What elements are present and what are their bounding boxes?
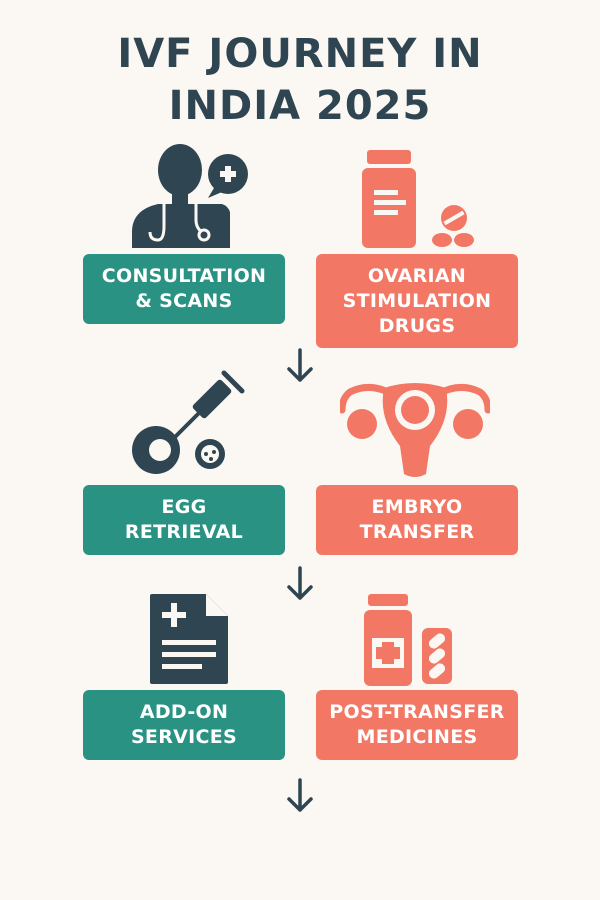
down-arrow-icon (287, 566, 313, 600)
egg-retrieval-needle-icon (132, 370, 245, 474)
step-label-line: POST-TRANSFER (329, 701, 505, 723)
step-label-line: MEDICINES (356, 726, 478, 748)
page-title: IVF JOURNEY IN INDIA 2025 (0, 28, 600, 132)
step-label-line: EGG (161, 496, 207, 518)
step-consultation-scans: CONSULTATION & SCANS (83, 254, 285, 324)
step-label-line: CONSULTATION (101, 265, 267, 287)
title-line-1: IVF JOURNEY IN (117, 31, 483, 77)
step-add-on-services: ADD-ON SERVICES (83, 690, 285, 760)
medicine-bottle-pills-icon (362, 150, 474, 248)
step-ovarian-stimulation-drugs: OVARIAN STIMULATION DRUGS (316, 254, 518, 348)
step-label-line: TRANSFER (359, 521, 475, 543)
step-egg-retrieval: EGG RETRIEVAL (83, 485, 285, 555)
doctor-consultation-icon (132, 144, 248, 248)
step-label-line: STIMULATION (342, 289, 492, 312)
step-label-line: EMBRYO (371, 496, 463, 518)
title-line-2: INDIA 2025 (168, 83, 432, 129)
step-label-line: ADD-ON (139, 701, 229, 723)
medicine-bottle-capsules-icon (364, 594, 452, 686)
down-arrow-icon (287, 348, 313, 382)
uterus-icon (340, 383, 490, 477)
medical-document-icon (150, 593, 229, 684)
down-arrow-icon (287, 778, 313, 812)
step-label-line: SERVICES (130, 726, 238, 748)
step-label-line: OVARIAN (367, 264, 467, 287)
step-label-line: DRUGS (378, 314, 456, 337)
step-embryo-transfer: EMBRYO TRANSFER (316, 485, 518, 555)
step-label-line: RETRIEVAL (124, 521, 244, 543)
step-label-line: & SCANS (135, 290, 233, 312)
step-post-transfer-medicines: POST-TRANSFER MEDICINES (316, 690, 518, 760)
